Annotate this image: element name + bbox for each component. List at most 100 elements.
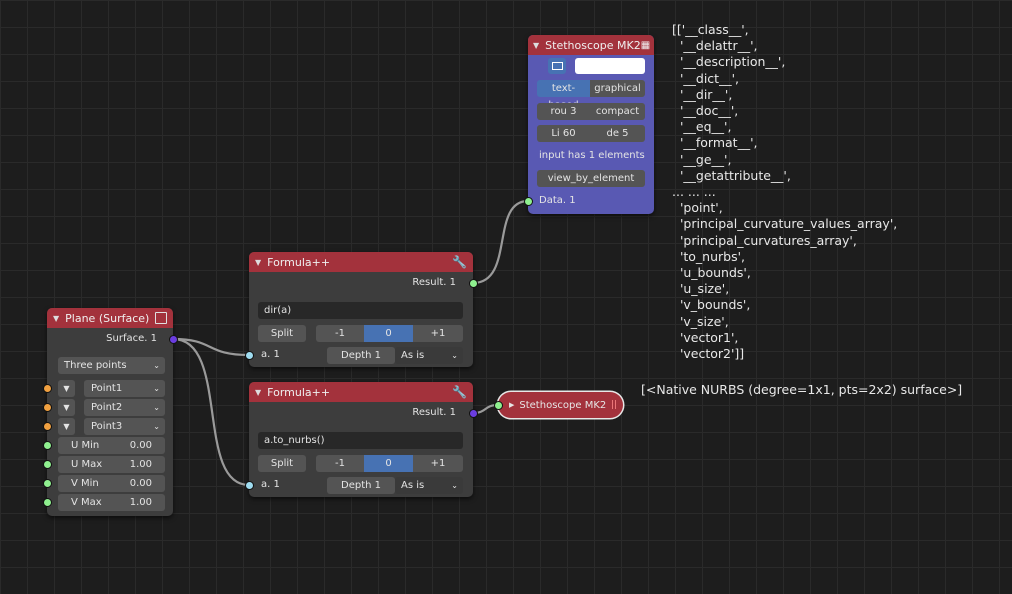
point2-dropdown[interactable]: Point2 ⌄ <box>84 399 165 416</box>
link-plane-formula1 <box>172 337 250 357</box>
pause-icon[interactable]: || <box>610 400 617 410</box>
mode-value: Three points <box>64 360 127 371</box>
data-input-socket[interactable] <box>524 197 533 206</box>
mode-value: As is <box>401 350 425 361</box>
stethoscope-output-text-2: [<Native NURBS (degree=1x1, pts=2x2) sur… <box>641 382 963 397</box>
depth-field[interactable]: Depth 1 <box>327 477 395 494</box>
u-max-label: U Max <box>71 459 103 470</box>
stethoscope-output-text: [['__class__', '__delattr__', '__descrip… <box>672 22 898 362</box>
u-max-field[interactable]: U Max 1.00 <box>58 456 165 473</box>
chevron-down-icon: ⌄ <box>153 422 160 431</box>
plus-one-button[interactable]: +1 <box>413 325 463 342</box>
point1-toggle[interactable]: ▼ <box>58 380 75 397</box>
line-limit-field[interactable]: Li 60 <box>537 125 590 142</box>
result-output-socket[interactable] <box>469 279 478 288</box>
chevron-down-icon: ⌄ <box>451 481 458 490</box>
rounding-field[interactable]: rou 3 <box>537 103 590 120</box>
v-max-field[interactable]: V Max 1.00 <box>58 494 165 511</box>
mode-dropdown[interactable]: Three points ⌄ <box>58 357 165 374</box>
collapse-arrow-icon[interactable]: ▼ <box>255 257 262 267</box>
collapse-arrow-icon[interactable]: ▼ <box>255 387 262 397</box>
minus-one-button[interactable]: -1 <box>316 455 364 472</box>
v-min-value: 0.00 <box>129 478 152 489</box>
formula-node-1[interactable]: ▼ Formula++ 🔧 Result. 1 dir(a) Split -1 … <box>249 252 473 367</box>
chevron-down-icon: ⌄ <box>153 384 160 393</box>
u-min-field[interactable]: U Min 0.00 <box>58 437 165 454</box>
node-title: Formula++ <box>267 255 331 269</box>
point3-label: Point3 <box>91 421 123 432</box>
monitor-toggle-button[interactable] <box>548 58 566 74</box>
output-surface-label: Surface. 1 <box>106 333 157 344</box>
v-min-field[interactable]: V Min 0.00 <box>58 475 165 492</box>
split-button[interactable]: Split <box>258 325 306 342</box>
formula-expression-input[interactable]: a.to_nurbs() <box>258 432 463 449</box>
point1-dropdown[interactable]: Point1⌄ <box>84 380 165 397</box>
point3-input-socket[interactable] <box>43 422 52 431</box>
result-output-label: Result. 1 <box>412 277 456 288</box>
result-output-socket[interactable] <box>469 409 478 418</box>
u-min-input-socket[interactable] <box>43 441 52 450</box>
mode-dropdown[interactable]: As is ⌄ <box>395 347 463 364</box>
plane-surface-node[interactable]: ▼ Plane (Surface) Surface. 1 Three point… <box>47 308 173 516</box>
formula1-header[interactable]: ▼ Formula++ 🔧 <box>249 252 473 272</box>
point2-toggle[interactable]: ▼ <box>58 399 75 416</box>
compact-button[interactable]: compact <box>590 103 645 120</box>
point2-label: Point2 <box>91 402 123 413</box>
result-output-label: Result. 1 <box>412 407 456 418</box>
v-min-label: V Min <box>71 478 99 489</box>
depth-field[interactable]: de 5 <box>590 125 645 142</box>
u-max-value: 1.00 <box>129 459 152 470</box>
color-swatch[interactable] <box>575 58 645 74</box>
data-input-label: Data. 1 <box>539 195 576 206</box>
chevron-down-icon: ⌄ <box>153 361 160 370</box>
mode-dropdown[interactable]: As is ⌄ <box>395 477 463 494</box>
formula2-header[interactable]: ▼ Formula++ 🔧 <box>249 382 473 402</box>
plane-node-header[interactable]: ▼ Plane (Surface) <box>47 308 173 328</box>
checkbox-icon[interactable] <box>155 312 167 324</box>
plus-one-button[interactable]: +1 <box>413 455 463 472</box>
grid-icon[interactable]: ▦ <box>640 39 651 51</box>
data-input-socket[interactable] <box>494 401 503 410</box>
zero-button[interactable]: 0 <box>364 325 413 342</box>
point3-toggle[interactable]: ▼ <box>58 418 75 435</box>
chevron-down-icon: ⌄ <box>153 403 160 412</box>
input-a-label: a. 1 <box>261 349 280 360</box>
stethoscope-node[interactable]: ▼ Stethoscope MK2 ▦ text-based graphical… <box>528 35 654 214</box>
v-max-label: V Max <box>71 497 102 508</box>
monitor-icon <box>551 62 563 70</box>
split-button[interactable]: Split <box>258 455 306 472</box>
a-input-socket[interactable] <box>245 351 254 360</box>
u-min-label: U Min <box>71 440 100 451</box>
point3-dropdown[interactable]: Point3 ⌄ <box>84 418 165 435</box>
a-input-socket[interactable] <box>245 481 254 490</box>
graphical-button[interactable]: graphical <box>590 80 645 97</box>
v-max-input-socket[interactable] <box>43 498 52 507</box>
stethoscope-header[interactable]: ▼ Stethoscope MK2 ▦ <box>528 35 654 55</box>
wrench-icon[interactable]: 🔧 <box>452 385 467 399</box>
zero-button[interactable]: 0 <box>364 455 413 472</box>
point2-input-socket[interactable] <box>43 403 52 412</box>
formula-expression-input[interactable]: dir(a) <box>258 302 463 319</box>
chevron-down-icon: ⌄ <box>451 351 458 360</box>
link-formula1-stethoscope <box>472 199 529 285</box>
view-by-element-button[interactable]: view_by_element <box>537 170 645 187</box>
minus-one-button[interactable]: -1 <box>316 325 364 342</box>
mode-value: As is <box>401 480 425 491</box>
v-min-input-socket[interactable] <box>43 479 52 488</box>
node-title: Plane (Surface) <box>65 311 150 325</box>
input-info-text: input has 1 elements <box>539 150 645 161</box>
formula-node-2[interactable]: ▼ Formula++ 🔧 Result. 1 a.to_nurbs() Spl… <box>249 382 473 497</box>
point1-input-socket[interactable] <box>43 384 52 393</box>
node-title: Formula++ <box>267 385 331 399</box>
depth-field[interactable]: Depth 1 <box>327 347 395 364</box>
stethoscope-collapsed-node[interactable]: ▶ Stethoscope MK2 || <box>498 392 623 418</box>
text-based-button[interactable]: text-based <box>537 80 590 111</box>
wrench-icon[interactable]: 🔧 <box>452 255 467 269</box>
u-max-input-socket[interactable] <box>43 460 52 469</box>
collapse-arrow-icon[interactable]: ▼ <box>53 313 60 323</box>
collapse-arrow-icon[interactable]: ▼ <box>533 40 540 50</box>
node-title: Stethoscope MK2 <box>519 399 607 411</box>
expand-arrow-icon[interactable]: ▶ <box>509 401 515 409</box>
surface-output-socket[interactable] <box>169 335 178 344</box>
u-min-value: 0.00 <box>129 440 152 451</box>
